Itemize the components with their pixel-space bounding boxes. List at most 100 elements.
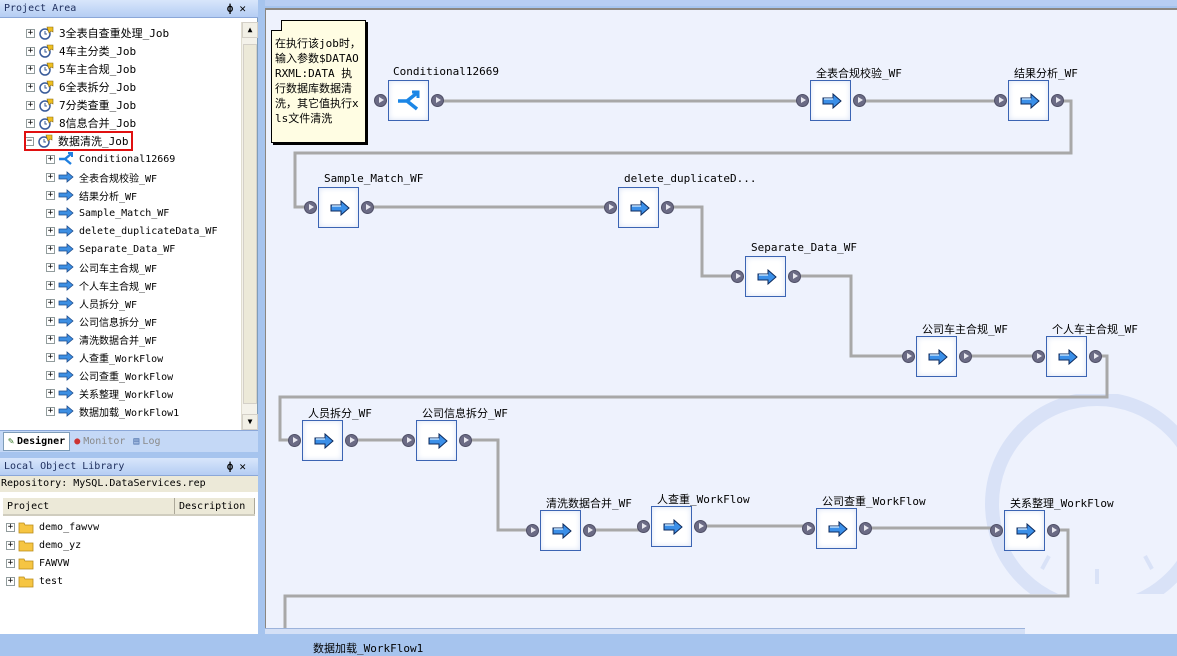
input-port[interactable] [731, 270, 744, 283]
workflow-node[interactable] [318, 187, 359, 228]
workflow-node[interactable] [1004, 510, 1045, 551]
tree-job-item[interactable]: +8信息合并_Job [26, 114, 136, 132]
connector-line[interactable] [799, 274, 903, 358]
expand-icon[interactable]: + [46, 279, 55, 290]
tree-workflow-item[interactable]: +公司查重_WorkFlow [46, 366, 173, 384]
expand-icon[interactable]: + [46, 405, 55, 416]
tree-workflow-item[interactable]: +人查重_WorkFlow [46, 348, 163, 366]
canvas-hscrollbar[interactable] [265, 628, 1025, 634]
tree-workflow-item[interactable]: +数据加载_WorkFlow1 [46, 402, 179, 420]
workflow-node[interactable] [540, 510, 581, 551]
expand-icon[interactable]: + [26, 99, 35, 110]
workflow-node[interactable] [651, 506, 692, 547]
output-port[interactable] [361, 201, 374, 214]
workflow-node[interactable] [1046, 336, 1087, 377]
column-header-description[interactable]: Description [175, 498, 255, 514]
expand-icon[interactable]: + [26, 45, 35, 56]
tree-workflow-item[interactable]: +关系整理_WorkFlow [46, 384, 173, 402]
tree-workflow-item[interactable]: +清洗数据合并_WF [46, 330, 157, 348]
output-port[interactable] [853, 94, 866, 107]
output-port[interactable] [959, 350, 972, 363]
input-port[interactable] [374, 94, 387, 107]
pin-icon[interactable]: ф [226, 460, 240, 473]
expand-icon[interactable]: + [46, 369, 55, 380]
library-project-item[interactable]: +demo_yz [6, 536, 81, 554]
connector-line[interactable] [293, 99, 1073, 209]
close-icon[interactable]: ✕ [239, 460, 252, 473]
workflow-node[interactable] [302, 420, 343, 461]
expand-icon[interactable]: + [46, 297, 55, 308]
connector-line[interactable] [470, 438, 527, 532]
input-port[interactable] [637, 520, 650, 533]
input-port[interactable] [802, 522, 815, 535]
tree-job-item[interactable]: +5车主合规_Job [26, 60, 136, 78]
input-port[interactable] [526, 524, 539, 537]
expand-icon[interactable]: + [46, 261, 55, 272]
expand-icon[interactable]: + [46, 189, 55, 200]
input-port[interactable] [796, 94, 809, 107]
expand-icon[interactable]: + [46, 387, 55, 398]
input-port[interactable] [304, 201, 317, 214]
expand-icon[interactable]: + [26, 81, 35, 92]
output-port[interactable] [1047, 524, 1060, 537]
scroll-down-icon[interactable]: ▼ [242, 414, 258, 430]
expand-icon[interactable]: + [46, 315, 55, 326]
workflow-node[interactable] [745, 256, 786, 297]
workflow-node[interactable] [916, 336, 957, 377]
workflow-node[interactable] [816, 508, 857, 549]
tree-workflow-item[interactable]: +delete_duplicateData_WF [46, 222, 217, 240]
output-port[interactable] [583, 524, 596, 537]
output-port[interactable] [661, 201, 674, 214]
output-port[interactable] [788, 270, 801, 283]
annotation-note[interactable]: 在执行该job时，输入参数$DATAORXML:DATA 执行数据库数据清洗，其… [271, 20, 366, 143]
connector-line[interactable] [278, 354, 1109, 442]
library-project-item[interactable]: +FAWVW [6, 554, 69, 572]
output-port[interactable] [459, 434, 472, 447]
expand-icon[interactable]: + [26, 117, 35, 128]
output-port[interactable] [345, 434, 358, 447]
input-port[interactable] [994, 94, 1007, 107]
tree-workflow-item[interactable]: +Separate_Data_WF [46, 240, 175, 258]
expand-icon[interactable]: + [46, 243, 55, 254]
tree-workflow-item[interactable]: +Conditional12669 [46, 150, 175, 168]
tree-workflow-item[interactable]: +公司信息拆分_WF [46, 312, 157, 330]
conditional-node[interactable] [388, 80, 429, 121]
output-port[interactable] [859, 522, 872, 535]
output-port[interactable] [694, 520, 707, 533]
tree-workflow-item[interactable]: +结果分析_WF [46, 186, 137, 204]
input-port[interactable] [604, 201, 617, 214]
close-icon[interactable]: ✕ [239, 2, 252, 15]
input-port[interactable] [1032, 350, 1045, 363]
expand-icon[interactable]: + [46, 351, 55, 362]
tree-workflow-item[interactable]: +公司车主合规_WF [46, 258, 157, 276]
tree-job-item[interactable]: +7分类查重_Job [26, 96, 136, 114]
tree-job-item[interactable]: +4车主分类_Job [26, 42, 136, 60]
collapse-icon[interactable]: − [25, 135, 34, 146]
connector-line[interactable] [672, 205, 732, 278]
expand-icon[interactable]: + [46, 333, 55, 344]
tree-workflow-item[interactable]: +Sample_Match_WF [46, 204, 169, 222]
library-project-item[interactable]: +test [6, 572, 63, 590]
tree-job-item[interactable]: +3全表自查重处理_Job [26, 24, 169, 42]
expand-icon[interactable]: + [46, 171, 55, 182]
tree-workflow-item[interactable]: +人员拆分_WF [46, 294, 137, 312]
input-port[interactable] [402, 434, 415, 447]
pin-icon[interactable]: ф [226, 2, 240, 15]
project-tree-scrollbar[interactable]: ▲ ▼ [241, 22, 258, 430]
expand-icon[interactable]: + [6, 557, 15, 568]
tab-log[interactable]: ▤ Log [133, 436, 161, 447]
input-port[interactable] [288, 434, 301, 447]
tab-monitor[interactable]: ● Monitor [74, 436, 126, 447]
tree-workflow-item[interactable]: +个人车主合规_WF [46, 276, 157, 294]
output-port[interactable] [1089, 350, 1102, 363]
input-port[interactable] [902, 350, 915, 363]
expand-icon[interactable]: + [26, 63, 35, 74]
tree-workflow-item[interactable]: +全表合规校验_WF [46, 168, 157, 186]
workflow-node[interactable] [1008, 80, 1049, 121]
expand-icon[interactable]: + [6, 539, 15, 550]
expand-icon[interactable]: + [26, 27, 35, 38]
expand-icon[interactable]: + [6, 521, 15, 532]
tree-job-item[interactable]: −数据清洗_Job [24, 131, 133, 151]
connector-line[interactable] [283, 528, 1070, 634]
expand-icon[interactable]: + [6, 575, 15, 586]
